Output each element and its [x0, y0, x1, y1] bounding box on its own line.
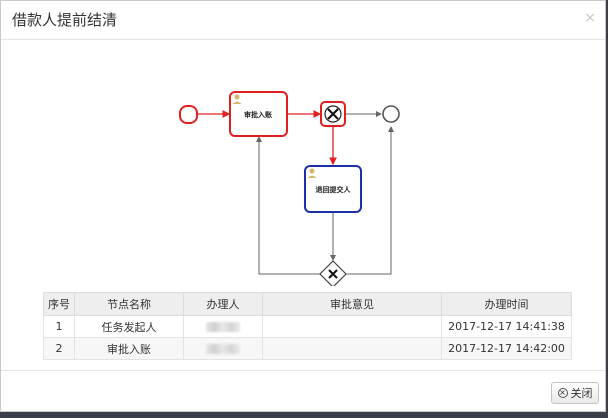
flow-gateway2-to-task1 — [256, 136, 320, 275]
cell-opinion — [262, 337, 442, 360]
column-header: 节点名称 — [74, 292, 184, 316]
end-event — [382, 105, 400, 123]
start-event — [179, 105, 198, 124]
task-label: 审批入账 — [244, 110, 272, 119]
circle-x-icon: × — [557, 388, 568, 398]
cell-handler — [183, 315, 263, 338]
dialog-title: 借款人提前结清 — [12, 11, 118, 29]
exclusive-gateway-icon — [319, 260, 347, 286]
cell-index: 2 — [43, 337, 75, 360]
redacted-handler — [206, 344, 240, 354]
column-header: 办理时间 — [441, 292, 572, 316]
close-button[interactable]: × 关闭 — [551, 382, 599, 404]
user-icon — [232, 94, 242, 104]
table-row[interactable]: 1 任务发起人 2017-12-17 14:41:38 — [43, 315, 572, 338]
redacted-handler — [206, 322, 240, 332]
column-header: 审批意见 — [262, 292, 442, 316]
cell-time: 2017-12-17 14:42:00 — [441, 337, 572, 360]
cell-node: 任务发起人 — [74, 315, 184, 338]
flow-gateway2-to-end — [346, 126, 394, 275]
column-header: 办理人 — [183, 292, 263, 316]
close-icon[interactable]: × — [584, 10, 596, 26]
task-label: 退回提交人 — [316, 185, 352, 194]
history-table: 序号 节点名称 办理人 审批意见 办理时间 1 任务发起人 2017-12-17… — [43, 292, 572, 360]
column-header: 序号 — [43, 292, 75, 316]
task-return-submitter — [304, 165, 362, 213]
cell-index: 1 — [43, 315, 75, 338]
footer-divider — [1, 370, 605, 371]
dialog-header: 借款人提前结清 × — [1, 1, 605, 40]
cell-handler — [183, 337, 263, 360]
exclusive-gateway-icon — [320, 101, 346, 127]
task-approve-entry — [229, 91, 288, 137]
table-header-row: 序号 节点名称 办理人 审批意见 办理时间 — [43, 292, 572, 316]
process-diagram: 审批入账 退回提交人 — [179, 91, 400, 286]
cell-node: 审批入账 — [74, 337, 184, 360]
user-icon — [307, 168, 317, 178]
cell-opinion — [262, 315, 442, 338]
table-row[interactable]: 2 审批入账 2017-12-17 14:42:00 — [43, 337, 572, 360]
close-button-label: 关闭 — [570, 387, 593, 400]
cell-time: 2017-12-17 14:41:38 — [441, 315, 572, 338]
